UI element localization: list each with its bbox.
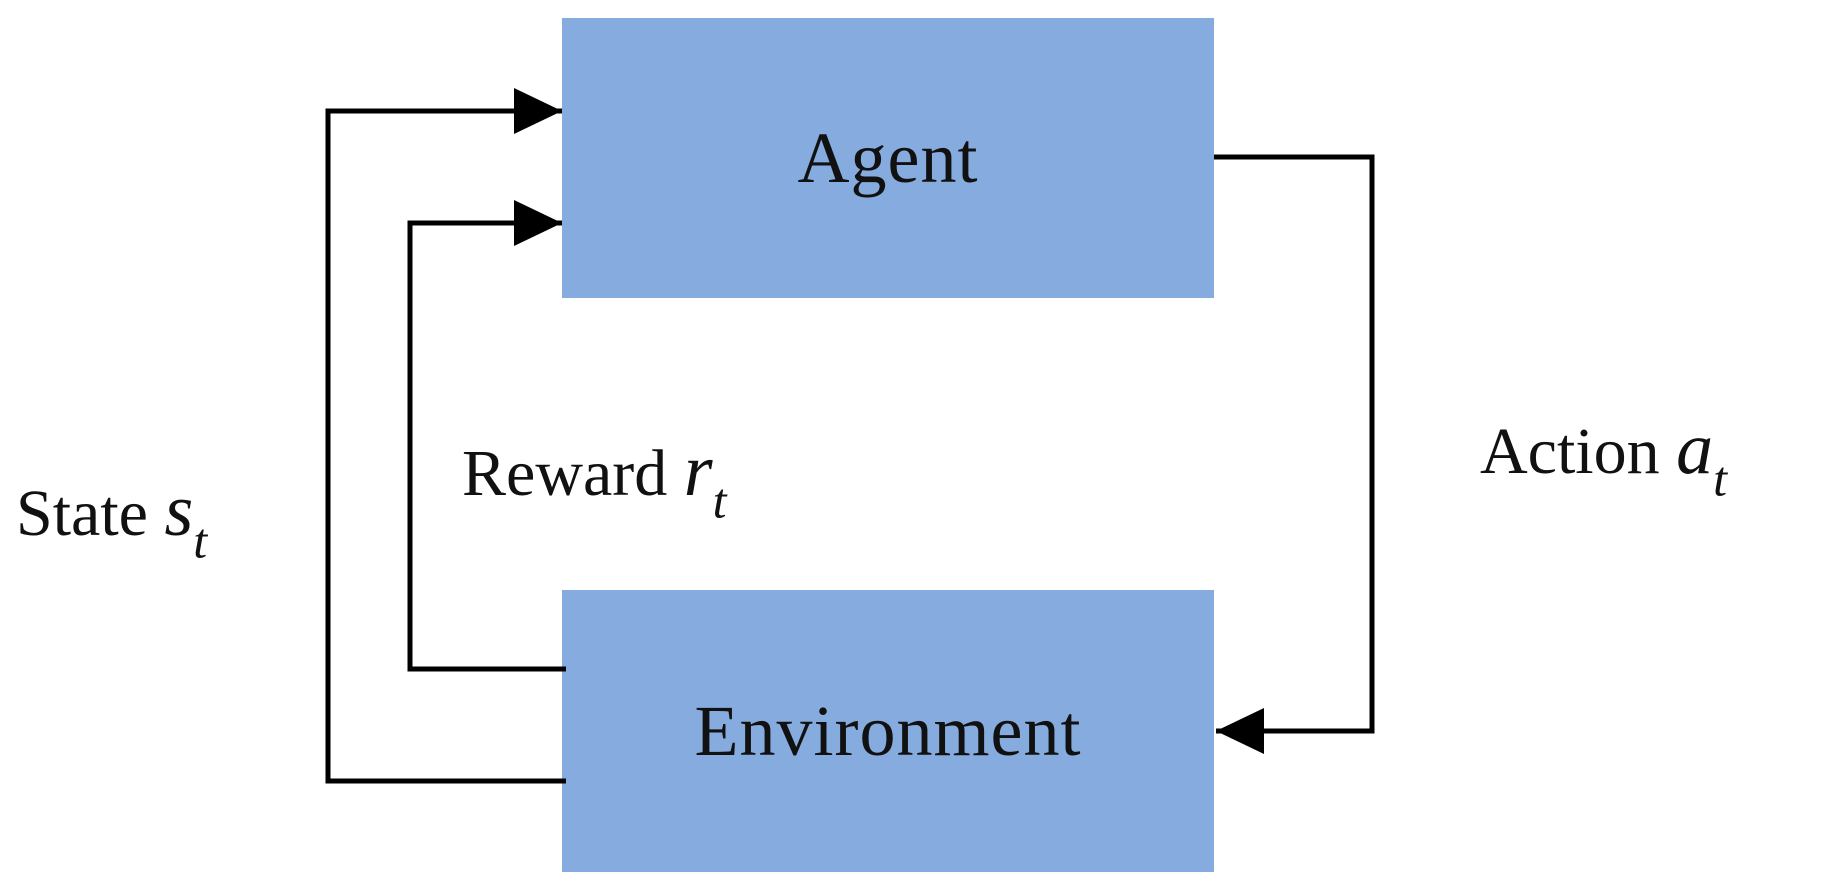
- state-text: State: [16, 477, 148, 550]
- action-symbol: a: [1676, 408, 1714, 490]
- reward-symbol: r: [683, 430, 713, 512]
- action-subscript: t: [1713, 450, 1728, 507]
- action-arrow: [1214, 154, 1375, 754]
- environment-node: Environment: [562, 590, 1214, 872]
- state-symbol: s: [164, 470, 194, 552]
- reward-text: Reward: [462, 437, 668, 510]
- agent-label: Agent: [797, 117, 979, 198]
- action-label: Action at: [1480, 412, 1727, 504]
- reward-label: Reward rt: [462, 434, 726, 526]
- state-label: State st: [16, 474, 207, 566]
- action-text: Action: [1480, 415, 1660, 488]
- environment-label: Environment: [694, 690, 1082, 771]
- agent-node: Agent: [562, 18, 1214, 298]
- reward-subscript: t: [712, 472, 727, 529]
- state-subscript: t: [193, 512, 208, 569]
